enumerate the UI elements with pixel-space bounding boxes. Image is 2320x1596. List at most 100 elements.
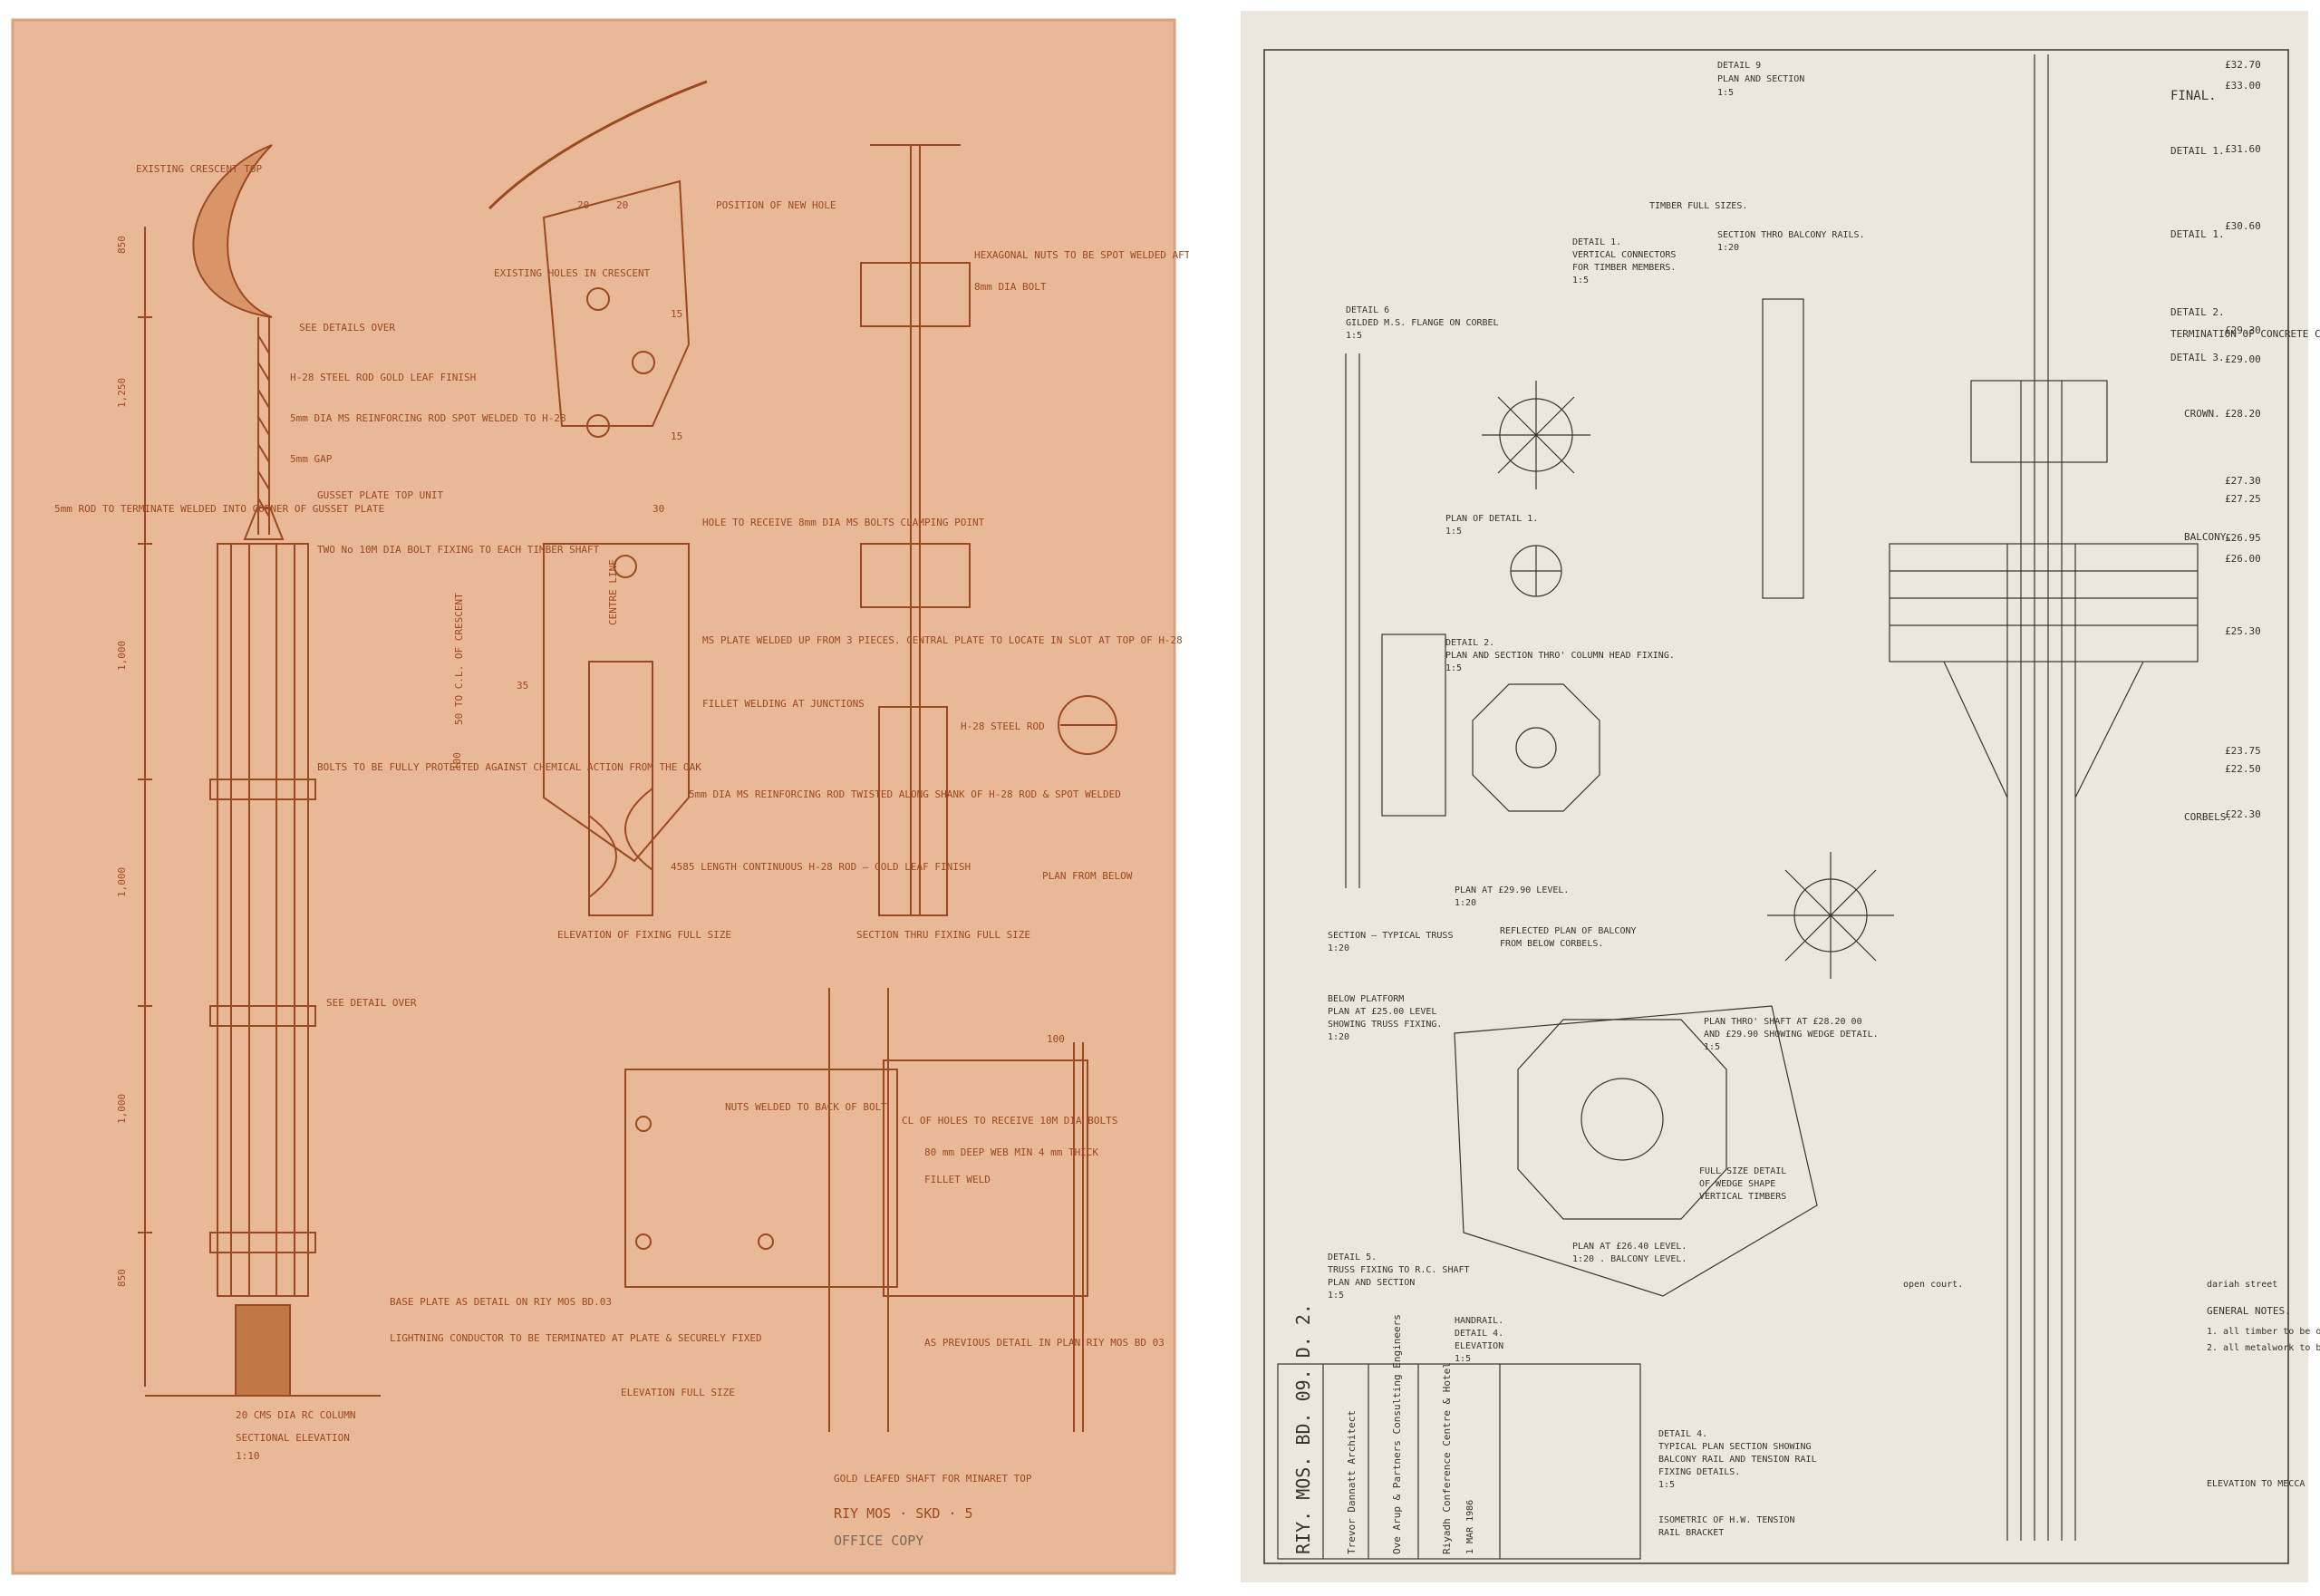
level-10: £26.95 bbox=[2225, 532, 2261, 544]
label-h28-rod: H-28 STEEL ROD bbox=[961, 721, 1045, 732]
label-see-detail-mid: SEE DETAIL OVER bbox=[326, 997, 417, 1009]
dim-30: 30 bbox=[652, 503, 664, 515]
level-9: £27.25 bbox=[2225, 493, 2261, 505]
title-project: Riyadh Conference Centre & Hotel bbox=[1441, 1362, 1453, 1554]
dim-1000-c: 1,000 bbox=[116, 1094, 128, 1124]
general-note-1: 1. all timber to be opepe. bbox=[2207, 1327, 2320, 1337]
center-note: BELOW PLATFORM bbox=[1328, 994, 1404, 1004]
level-5: £29.30 bbox=[2225, 324, 2261, 336]
center-note: REFLECTED PLAN OF BALCONY bbox=[1500, 926, 1637, 936]
label-base-plate: BASE PLATE AS DETAIL ON RIY MOS BD.03 bbox=[390, 1296, 612, 1308]
level-11: £26.00 bbox=[2225, 553, 2261, 565]
label-cl-crescent: 50 TO C.L. OF CRESCENT bbox=[453, 593, 465, 725]
drawing-title: FINAL. bbox=[2170, 89, 2217, 103]
label-length-note: 4585 LENGTH CONTINUOUS H-28 ROD — GOLD L… bbox=[671, 861, 971, 873]
label-bolts-protected: BOLTS TO BE FULLY PROTECTED AGAINST CHEM… bbox=[317, 761, 701, 773]
title-engineers: Ove Arup & Partners Consulting Engineers bbox=[1391, 1314, 1403, 1554]
label-see-details-top: SEE DETAILS OVER bbox=[299, 322, 395, 334]
center-note: DETAIL 6 bbox=[1346, 305, 1389, 315]
plan-of-detail-1-icon bbox=[1482, 381, 1590, 489]
label-lightning: LIGHTNING CONDUCTOR TO BE TERMINATED AT … bbox=[390, 1332, 762, 1344]
label-cl-holes: CL OF HOLES TO RECEIVE 10M DIA BOLTS bbox=[902, 1115, 1117, 1127]
drawing-sheet-left: EXISTING CRESCENT TOP SEE DETAILS OVER H… bbox=[11, 18, 1189, 1575]
center-note: 1:20 bbox=[1455, 898, 1476, 908]
label-sectional-elevation: SECTIONAL ELEVATION bbox=[236, 1432, 350, 1444]
center-note: FIXING DETAILS. bbox=[1658, 1467, 1740, 1477]
center-note: PLAN AT £29.90 LEVEL. bbox=[1455, 885, 1569, 895]
label-elevation-fixing: ELEVATION OF FIXING FULL SIZE bbox=[557, 929, 731, 941]
center-note: ELEVATION bbox=[1455, 1341, 1503, 1351]
label-centre-line: CENTRE LINE bbox=[607, 559, 619, 625]
label-crescent: EXISTING CRESCENT TOP bbox=[136, 163, 262, 175]
label-rebar-note: 5mm DIA MS REINFORCING ROD SPOT WELDED T… bbox=[290, 412, 566, 424]
center-note: 1:5 bbox=[1346, 331, 1362, 341]
drawing-sheet-right: FINAL. DETAIL 1. DETAIL 1. DETAIL 2. DET… bbox=[1228, 0, 2320, 1596]
center-note: SECTION THRO BALCONY RAILS. bbox=[1717, 230, 1865, 240]
label-nuts-welded: HEXAGONAL NUTS TO BE SPOT WELDED AFTER T… bbox=[974, 249, 1189, 261]
center-note: FOR TIMBER MEMBERS. bbox=[1572, 263, 1676, 273]
center-note: DETAIL 4. bbox=[1658, 1429, 1707, 1439]
center-note: FROM BELOW CORBELS. bbox=[1500, 939, 1603, 949]
title-date: 1 MAR 1986 bbox=[1465, 1500, 1475, 1554]
center-note: ISOMETRIC OF H.W. TENSION bbox=[1658, 1515, 1795, 1525]
label-drawing-no: RIY MOS · SKD · 5 bbox=[834, 1505, 973, 1522]
label-gap: 5mm GAP bbox=[290, 453, 333, 465]
label-hole-receive: HOLE TO RECEIVE 8mm DIA MS BOLTS CLAMPIN… bbox=[702, 517, 985, 528]
detail-label-2: DETAIL 1. bbox=[2170, 228, 2225, 240]
center-note: PLAN THRO' SHAFT AT £28.20 00 bbox=[1704, 1017, 1862, 1027]
level-6: £29.00 bbox=[2225, 353, 2261, 365]
level-8: £27.30 bbox=[2225, 475, 2261, 487]
label-plan-below: PLAN FROM BELOW bbox=[1042, 870, 1133, 882]
center-note: 1:20 bbox=[1328, 1032, 1349, 1042]
center-note: TRUSS FIXING TO R.C. SHAFT bbox=[1328, 1265, 1470, 1275]
detail-label-corbels: CORBELS. bbox=[2184, 811, 2232, 823]
center-note: PLAN AT £26.40 LEVEL. bbox=[1572, 1242, 1687, 1252]
center-note: 1:20 bbox=[1328, 943, 1349, 953]
center-note: 1:5 bbox=[1445, 527, 1462, 537]
level-13: £23.75 bbox=[2225, 745, 2261, 757]
label-rebar-twisted: 5mm DIA MS REINFORCING ROD TWISTED ALONG… bbox=[689, 788, 1121, 800]
label-bolt-8mm: 8mm DIA BOLT bbox=[974, 281, 1047, 293]
center-note: 1:5 bbox=[1717, 88, 1734, 98]
center-note: 1:5 bbox=[1704, 1042, 1720, 1052]
center-note: DETAIL 9 bbox=[1717, 61, 1761, 71]
center-note: SHOWING TRUSS FIXING. bbox=[1328, 1020, 1442, 1030]
center-note: 1:20 . BALCONY LEVEL. bbox=[1572, 1254, 1687, 1264]
center-note: AND £29.90 SHOWING WEDGE DETAIL. bbox=[1704, 1030, 1879, 1040]
center-note: FULL SIZE DETAIL bbox=[1699, 1166, 1786, 1176]
dim-35: 35 bbox=[517, 680, 528, 692]
center-note: HANDRAIL. bbox=[1455, 1316, 1503, 1326]
balcony-plan-icon bbox=[1454, 1005, 1818, 1297]
detail-label-4: DETAIL 3. bbox=[2170, 352, 2225, 363]
label-column: 20 CMS DIA RC COLUMN bbox=[236, 1409, 355, 1421]
center-note: PLAN OF DETAIL 1. bbox=[1445, 514, 1538, 524]
center-note: VERTICAL TIMBERS bbox=[1699, 1192, 1786, 1202]
center-note: 1:5 bbox=[1572, 276, 1589, 285]
plan-at-2990-icon bbox=[1472, 683, 1600, 812]
right-paper bbox=[1241, 11, 2308, 1582]
label-steel-rod: H-28 STEEL ROD GOLD LEAF FINISH bbox=[290, 372, 476, 383]
label-elevation-full: ELEVATION FULL SIZE bbox=[621, 1387, 735, 1398]
level-3: £31.60 bbox=[2225, 143, 2261, 155]
center-note: RAIL BRACKET bbox=[1658, 1528, 1724, 1538]
label-gusset: GUSSET PLATE TOP UNIT bbox=[317, 489, 443, 501]
center-note: DETAIL 4. bbox=[1455, 1329, 1503, 1339]
level-4: £30.60 bbox=[2225, 220, 2261, 232]
center-note: GILDED M.S. FLANGE ON CORBEL bbox=[1346, 318, 1499, 328]
crescent-icon bbox=[192, 144, 273, 318]
label-existing-holes: EXISTING HOLES IN CRESCENT bbox=[494, 267, 651, 279]
title-architect: Trevor Dannatt Architect bbox=[1346, 1410, 1358, 1554]
general-notes-heading: GENERAL NOTES. bbox=[2207, 1305, 2291, 1317]
dim-1000-b: 1,000 bbox=[116, 867, 128, 897]
label-new-hole: POSITION OF NEW HOLE bbox=[716, 199, 836, 211]
center-note: DETAIL 2. bbox=[1445, 638, 1494, 648]
label-section-thru: SECTION THRU FIXING FULL SIZE bbox=[856, 929, 1030, 941]
level-15: £22.30 bbox=[2225, 808, 2261, 820]
center-note: dariah street bbox=[2207, 1280, 2277, 1290]
center-note: TIMBER FULL SIZES. bbox=[1649, 201, 1747, 211]
label-nuts-welded-back: NUTS WELDED TO BACK OF BOLT bbox=[725, 1101, 887, 1113]
center-note: TYPICAL PLAN SECTION SHOWING bbox=[1658, 1442, 1812, 1452]
label-fillet-weld: FILLET WELD bbox=[924, 1174, 991, 1185]
label-ms-plate: MS PLATE WELDED UP FROM 3 PIECES. CENTRA… bbox=[702, 634, 1189, 646]
